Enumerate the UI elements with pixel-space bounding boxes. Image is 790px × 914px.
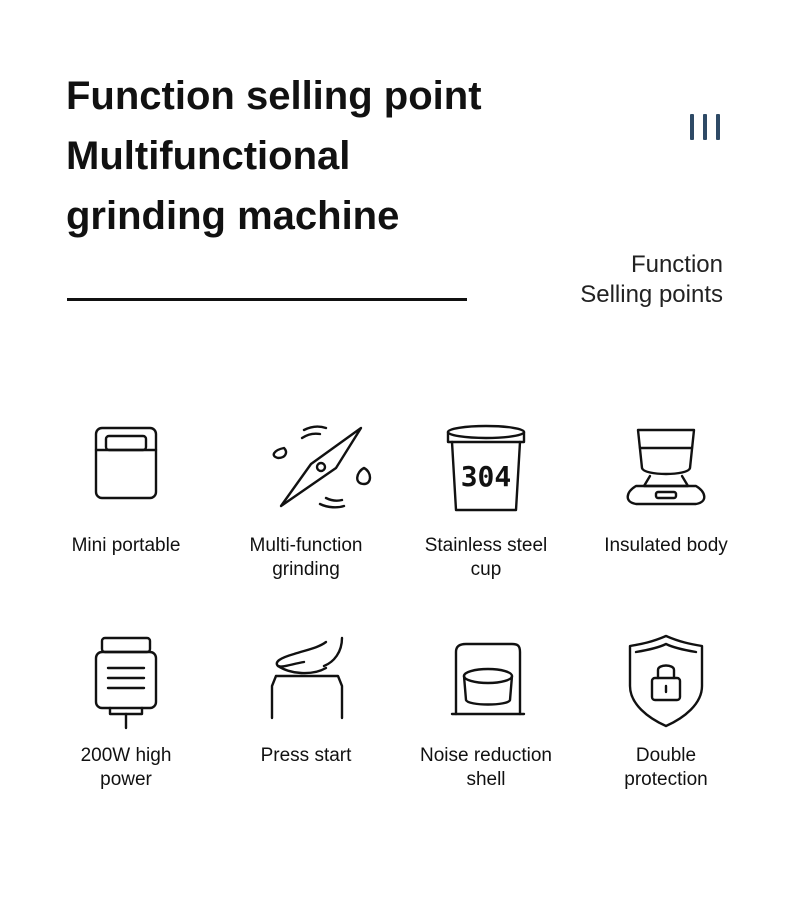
feature-insulated-body: Insulated body	[576, 420, 756, 582]
steel-cup-icon: 304	[446, 424, 526, 512]
blade-icon	[272, 425, 372, 509]
feature-label: Press start	[260, 745, 352, 766]
feature-label: Mini portable	[71, 535, 181, 556]
decorative-bars-icon	[690, 114, 720, 140]
feature-stainless-steel-cup: 304 Stainless steel cup	[396, 420, 576, 582]
feature-label: Multi-function grinding	[249, 535, 363, 580]
feature-high-power: 200W high power	[36, 630, 216, 792]
insulated-body-icon	[626, 428, 706, 506]
power-plug-icon	[94, 636, 158, 730]
cup-badge-text: 304	[461, 460, 512, 493]
title-line-1: Function selling point	[66, 74, 482, 118]
feature-double-protection: Double protection	[576, 630, 756, 792]
feature-label: Double protection	[624, 745, 708, 790]
mini-portable-icon	[94, 426, 158, 500]
section-subtitle: Function Selling points	[580, 250, 723, 310]
shield-lock-icon	[628, 634, 704, 728]
feature-grid: Mini portable Multi-function grinding	[36, 420, 756, 792]
feature-press-start: Press start	[216, 630, 396, 792]
feature-multi-function-grinding: Multi-function grinding	[216, 420, 396, 582]
feature-label: Noise reduction shell	[419, 745, 553, 790]
noise-shell-icon	[450, 642, 526, 716]
feature-label: Stainless steel cup	[424, 535, 548, 580]
subtitle-line-2: Selling points	[580, 281, 723, 308]
divider-line	[67, 298, 467, 301]
page-title: Function selling point Multifunctional g…	[66, 66, 482, 246]
subtitle-line-1: Function	[630, 251, 723, 278]
feature-noise-reduction-shell: Noise reduction shell	[396, 630, 576, 792]
feature-mini-portable: Mini portable	[36, 420, 216, 582]
title-line-3: grinding machine	[66, 194, 400, 238]
press-hand-icon	[270, 636, 344, 720]
feature-label: Insulated body	[604, 535, 728, 556]
title-line-2: Multifunctional	[66, 134, 351, 178]
feature-label: 200W high power	[80, 745, 172, 790]
